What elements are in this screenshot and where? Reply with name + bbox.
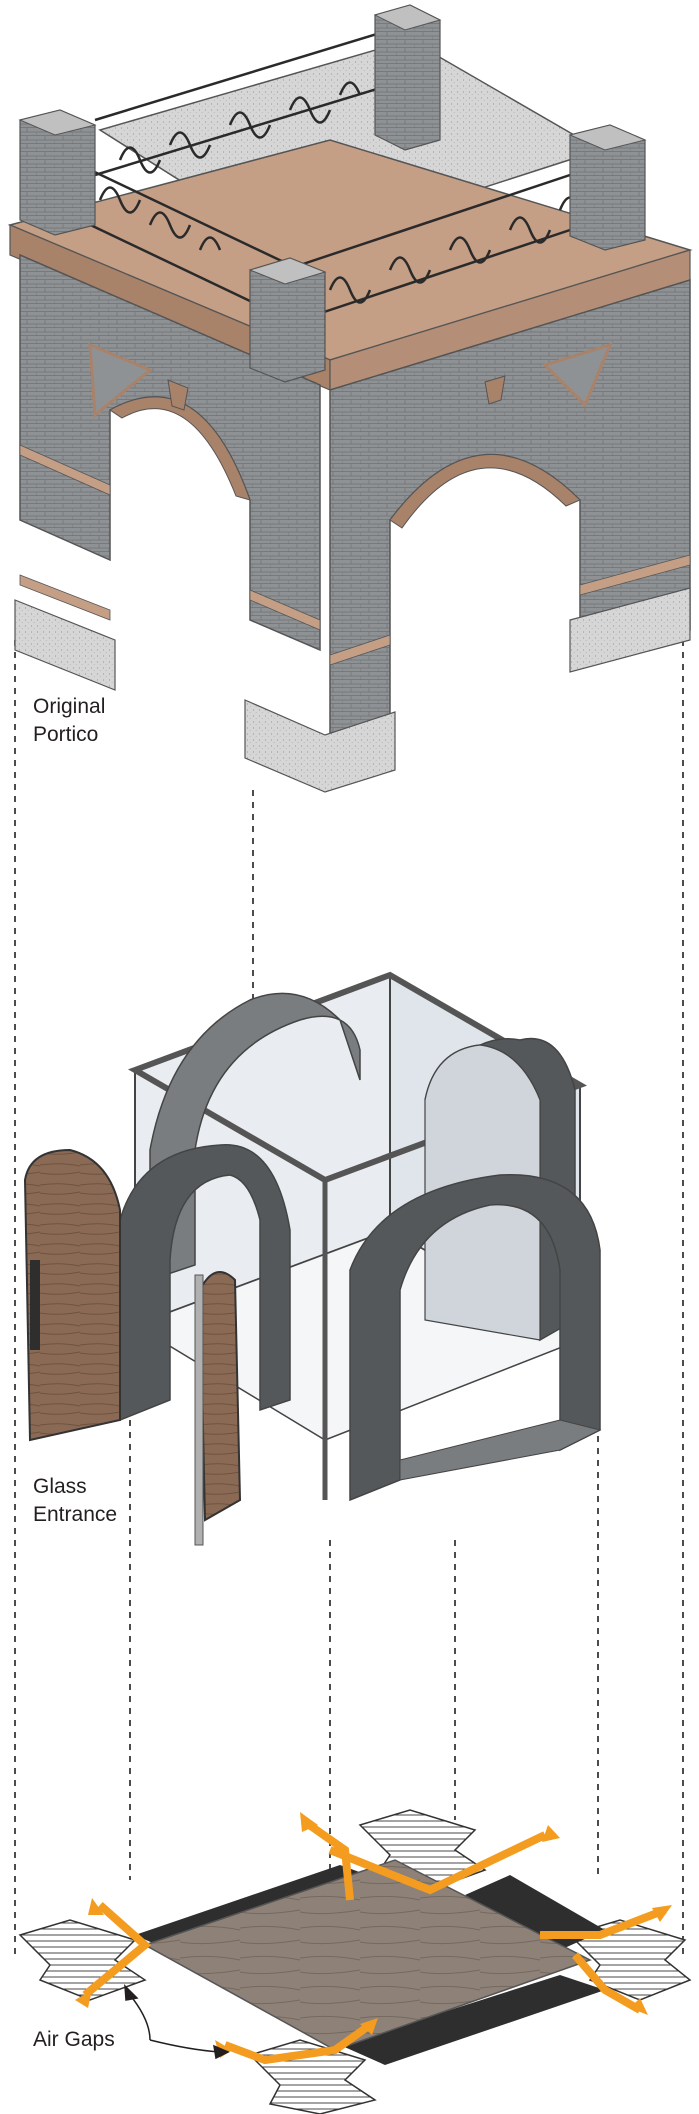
corner-posts xyxy=(18,4,647,383)
plinth-front xyxy=(244,699,396,793)
door-right xyxy=(198,1271,242,1522)
door-left xyxy=(23,1148,121,1442)
spandrel-left xyxy=(88,342,153,418)
label-glass-entrance: Glass Entrance xyxy=(33,1473,117,1529)
label-glass-entrance-line2: Entrance xyxy=(33,1503,118,1526)
air-gap-bottom xyxy=(340,1975,605,2065)
door-left-handle xyxy=(30,1260,40,1350)
arrow-icon xyxy=(82,1818,667,2065)
glass-entrance xyxy=(23,971,602,1546)
door-right-handle xyxy=(194,1274,204,1546)
label-glass-entrance-line1: Glass xyxy=(33,1475,87,1498)
plinth-left xyxy=(14,599,116,691)
label-original-portico: Original Portico xyxy=(33,693,105,749)
arch-back-left xyxy=(149,992,361,1282)
plinth-right xyxy=(569,587,691,673)
original-portico xyxy=(7,4,693,793)
label-original-portico-line2: Portico xyxy=(33,723,99,746)
right-arch-intrados xyxy=(389,454,581,529)
left-arch-intrados xyxy=(109,396,251,501)
railing-back xyxy=(94,28,391,177)
keystone-right xyxy=(484,375,506,405)
label-air-gaps: Air Gaps xyxy=(33,2028,115,2051)
floor-slab xyxy=(143,1859,592,2051)
arch-front-left xyxy=(119,1144,291,1422)
arch-front-right-sill xyxy=(399,1419,602,1481)
floor-plan-with-air-gaps xyxy=(18,1809,692,2114)
arch-front-right xyxy=(349,1173,601,1502)
air-gaps-leader-lines xyxy=(124,1984,230,2060)
keystone-left xyxy=(167,379,189,411)
spandrel-right xyxy=(542,342,613,408)
label-original-portico-line1: Original xyxy=(33,695,106,718)
stone-bands xyxy=(19,444,691,666)
pier-footprint-left xyxy=(18,1919,147,2001)
alignment-lines xyxy=(14,640,684,2030)
